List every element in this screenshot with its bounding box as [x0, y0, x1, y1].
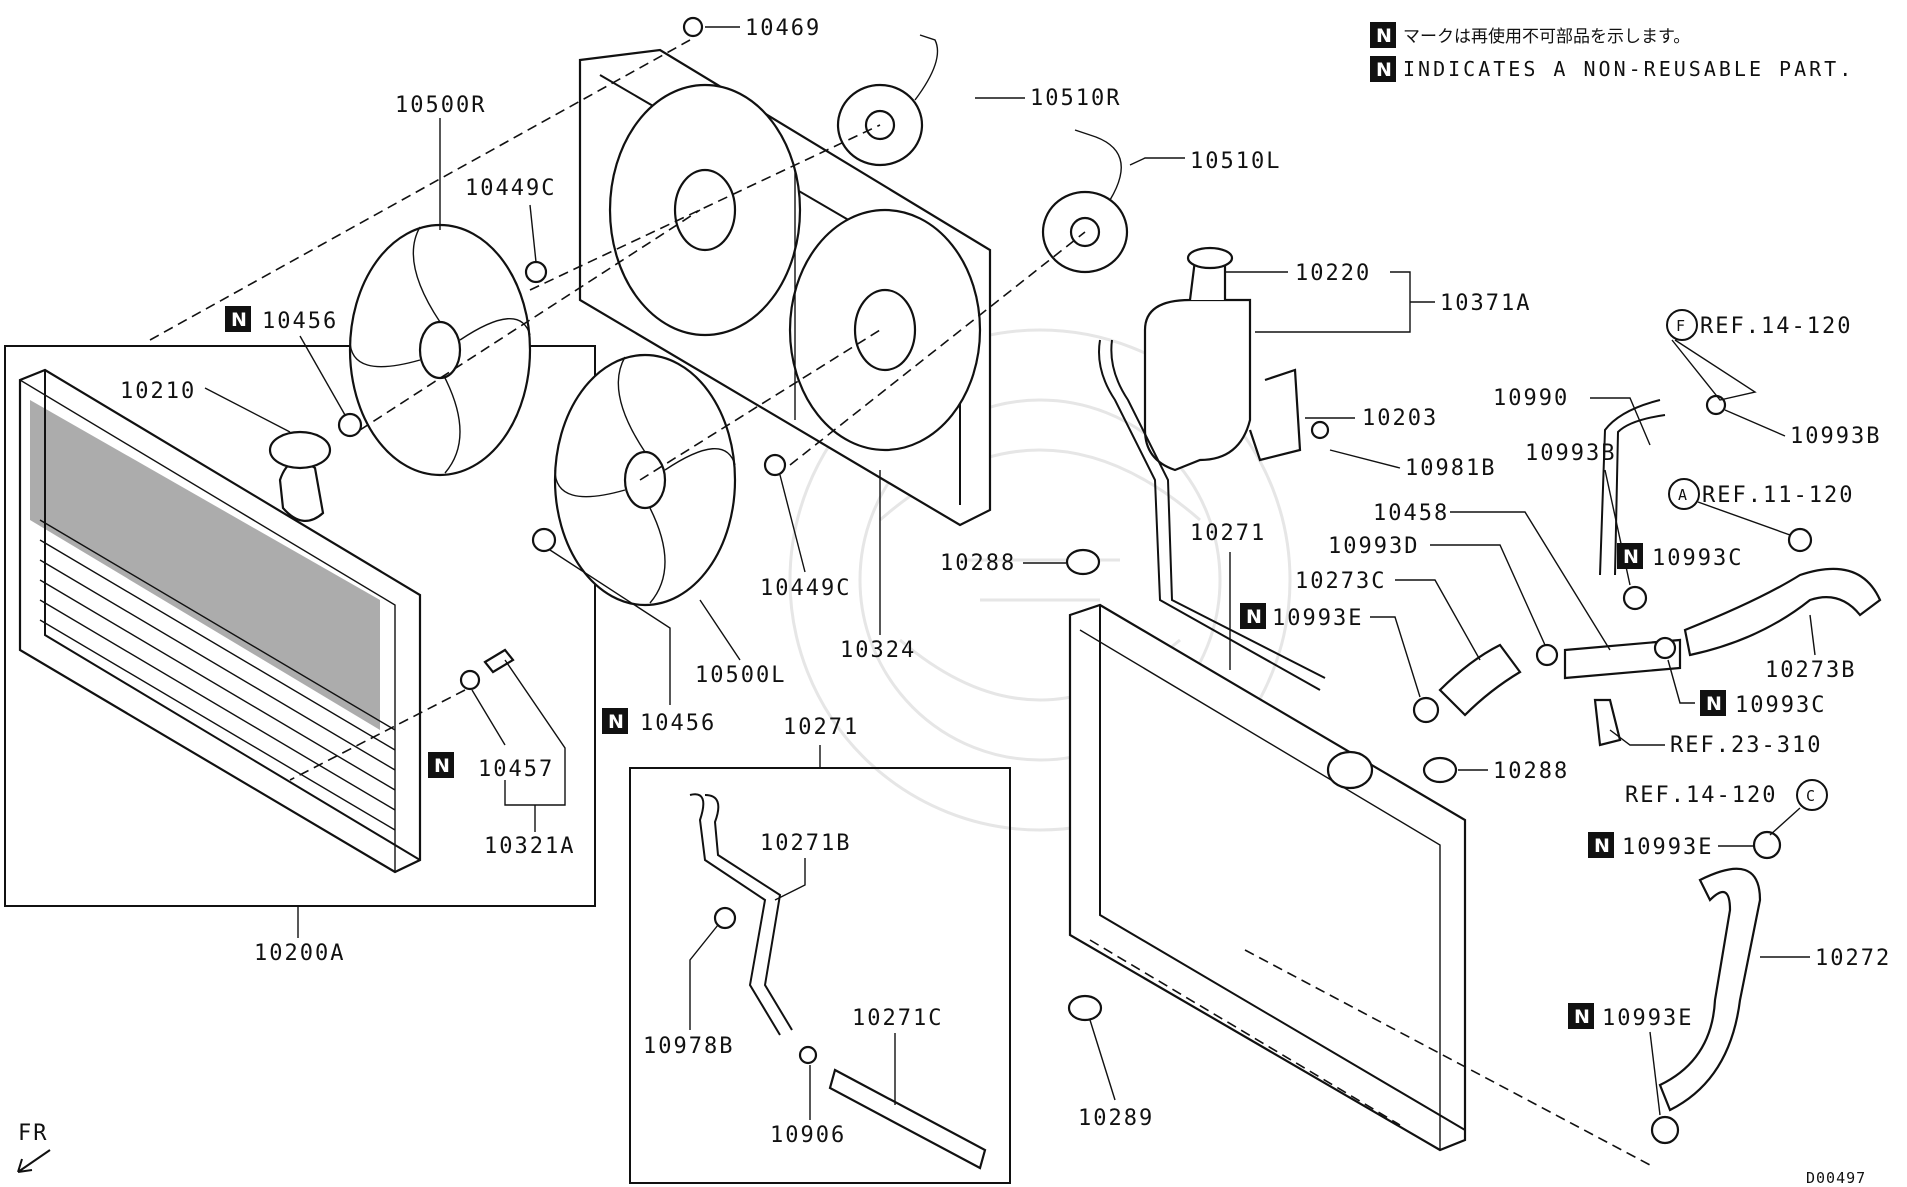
label-10271-inset: 10271	[783, 715, 859, 740]
legend-badge	[1370, 56, 1396, 82]
label-10990: 10990	[1493, 386, 1569, 411]
watermark-emblem	[788, 328, 1292, 832]
svg-text:N: N	[1376, 59, 1392, 81]
drawing-number: D00497	[1806, 1169, 1866, 1187]
label-10273C: 10273C	[1295, 569, 1386, 594]
reservoir-tank-drawing	[1143, 246, 1330, 472]
svg-text:N: N	[1574, 1006, 1590, 1028]
nonreusable-badge	[225, 306, 251, 332]
svg-text:N: N	[1706, 693, 1722, 715]
label-fr: FR	[18, 1121, 49, 1146]
label-10993C-bottom: 10993C	[1735, 693, 1826, 718]
front-arrow-icon	[17, 1149, 51, 1173]
label-10456-bottom: 10456	[640, 711, 716, 736]
label-ref-11-120-a: REF.11-120	[1702, 483, 1854, 508]
label-ref-14-120-c: REF.14-120	[1625, 783, 1777, 808]
fan-shroud-drawing	[578, 48, 992, 527]
label-10203: 10203	[1362, 406, 1438, 431]
radiator-left-drawing	[18, 368, 515, 874]
label-10220: 10220	[1295, 261, 1371, 286]
label-10449C-top: 10449C	[465, 176, 556, 201]
label-10981B: 10981B	[1405, 456, 1496, 481]
nonreusable-badge	[1617, 543, 1643, 569]
legend-badge	[1370, 22, 1396, 48]
label-10271-main: 10271	[1190, 521, 1266, 546]
alignment-lines	[149, 39, 1086, 481]
label-10469: 10469	[745, 16, 821, 41]
label-ref-23-310: REF.23-310	[1670, 733, 1822, 758]
label-10993C-top: 10993C	[1652, 546, 1743, 571]
svg-text:N: N	[608, 711, 624, 733]
label-10993E-bottom: 10993E	[1602, 1006, 1693, 1031]
label-10500R: 10500R	[395, 93, 486, 118]
circle-C: C	[1806, 787, 1816, 805]
svg-text:N: N	[231, 309, 247, 331]
fan-left-drawing	[553, 353, 737, 607]
label-10510R: 10510R	[1030, 86, 1121, 111]
nonreusable-badge	[1568, 1003, 1594, 1029]
label-10449C-bottom: 10449C	[760, 576, 851, 601]
label-10993B-top: 10993B	[1790, 424, 1881, 449]
svg-text:N: N	[1246, 606, 1262, 628]
label-10993E-mid: 10993E	[1622, 835, 1713, 860]
fan-right-drawing	[348, 223, 532, 477]
label-10271C: 10271C	[852, 1006, 943, 1031]
fasteners-drawing	[337, 16, 787, 553]
radiator-right-drawing	[1068, 603, 1651, 1166]
label-10324: 10324	[840, 638, 916, 663]
circle-F: F	[1676, 317, 1686, 335]
fan-motors-drawing	[836, 34, 1129, 274]
nonreusable-badge	[1588, 832, 1614, 858]
label-10458: 10458	[1373, 501, 1449, 526]
label-10288-top: 10288	[940, 551, 1016, 576]
svg-text:N: N	[1623, 546, 1639, 568]
legend-note-japanese: マークは再使用不可部品を示します。	[1403, 26, 1690, 47]
label-10271B: 10271B	[760, 831, 851, 856]
svg-text:N: N	[434, 755, 450, 777]
nonreusable-badge	[428, 752, 454, 778]
label-10500L: 10500L	[695, 663, 786, 688]
label-10993B-mid: 10993B	[1525, 441, 1616, 466]
legend-note-english: INDICATES A NON-REUSABLE PART.	[1403, 57, 1854, 81]
nonreusable-badge	[1240, 603, 1266, 629]
label-10993D: 10993D	[1328, 534, 1419, 559]
label-10457: 10457	[478, 757, 554, 782]
nonreusable-badge	[602, 708, 628, 734]
label-10906: 10906	[770, 1123, 846, 1148]
circle-A: A	[1678, 486, 1688, 504]
nonreusable-badge	[1700, 690, 1726, 716]
label-ref-14-120-f: REF.14-120	[1700, 314, 1852, 339]
label-10993E-top: 10993E	[1272, 606, 1363, 631]
label-10210: 10210	[120, 379, 196, 404]
label-10371A: 10371A	[1440, 291, 1531, 316]
label-10272: 10272	[1815, 946, 1891, 971]
label-10273B: 10273B	[1765, 658, 1856, 683]
label-10200A: 10200A	[254, 941, 345, 966]
svg-text:N: N	[1376, 25, 1392, 47]
label-10288-bottom: 10288	[1493, 759, 1569, 784]
label-10289: 10289	[1078, 1106, 1154, 1131]
hoses-drawing	[1065, 339, 1882, 1145]
radiator-assembly-box: 10210 10457 N 10321A 10200A	[4, 345, 596, 966]
label-10456-top: 10456	[262, 309, 338, 334]
label-10510L: 10510L	[1190, 149, 1281, 174]
label-10321A: 10321A	[484, 834, 575, 859]
label-10978B: 10978B	[643, 1034, 734, 1059]
svg-text:N: N	[1594, 835, 1610, 857]
